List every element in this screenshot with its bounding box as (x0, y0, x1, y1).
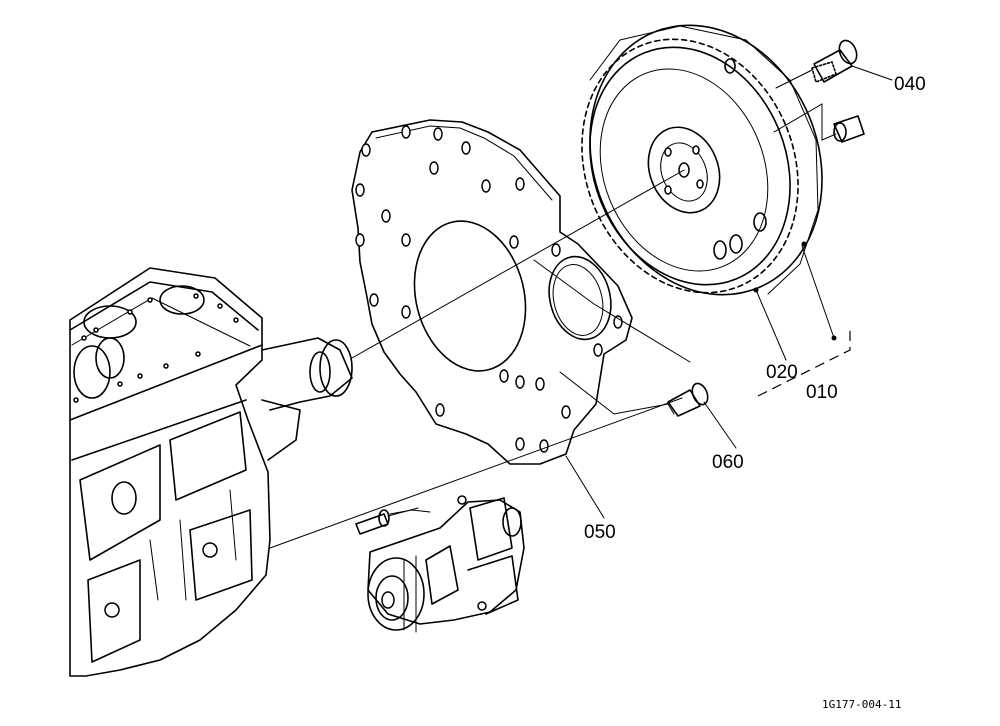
flywheel-bolt (811, 39, 858, 83)
callout-060: 060 (712, 452, 744, 473)
callout-labels: 040 020 010 060 050 (584, 74, 926, 543)
leader-lines (565, 65, 893, 519)
callout-040: 040 (894, 74, 926, 95)
flywheel-housing-plate (351, 119, 633, 465)
figure-code: 1G177-004-11 (822, 698, 901, 711)
starter-bolt (355, 507, 419, 535)
housing-bolt (667, 382, 709, 417)
dowel-pin (833, 115, 865, 143)
assembly-lines (269, 69, 837, 549)
flywheel (581, 24, 823, 296)
callout-020: 020 (766, 362, 798, 383)
plate-bolt-holes (355, 125, 623, 453)
starter-motor (367, 495, 525, 633)
crankshaft (261, 337, 353, 461)
callout-050: 050 (584, 522, 616, 543)
engine-block (69, 267, 271, 677)
callout-010: 010 (806, 382, 838, 403)
